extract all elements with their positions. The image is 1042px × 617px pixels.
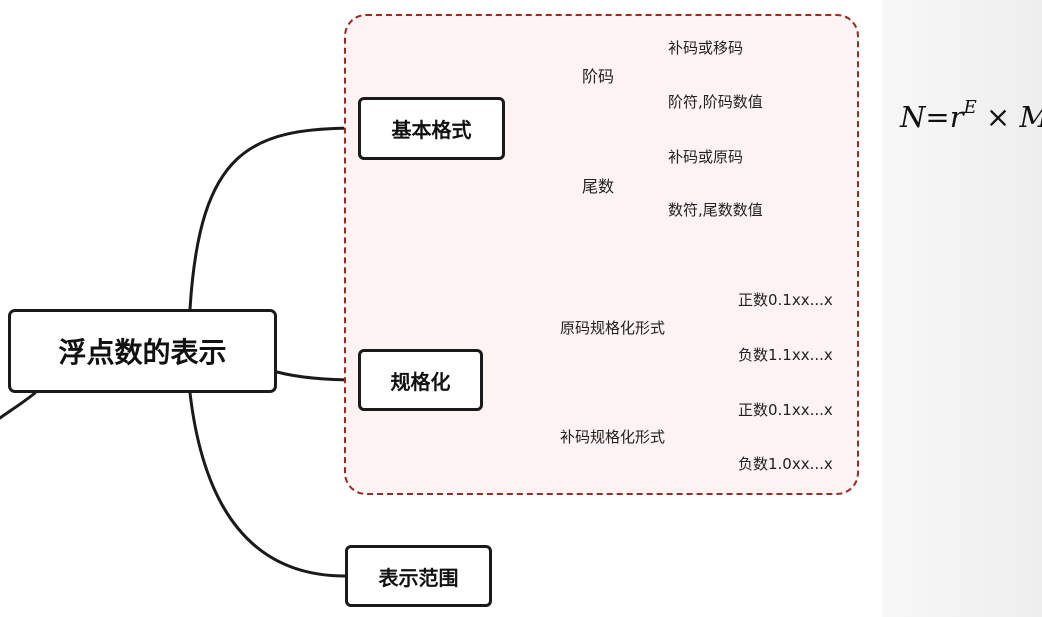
highlight-group-box xyxy=(344,14,859,495)
right-panel xyxy=(882,0,1042,617)
label-tc-negative[interactable]: 负数1.0xx...x xyxy=(738,455,833,473)
label-exponent[interactable]: 阶码 xyxy=(582,67,615,86)
node-basic-format[interactable]: 基本格式 xyxy=(358,97,505,160)
float-formula: N=rE × M xyxy=(900,97,1042,134)
formula-e: E xyxy=(963,97,977,118)
label-sign-magnitude-form[interactable]: 原码规格化形式 xyxy=(560,319,666,337)
label-twos-complement-form[interactable]: 补码规格化形式 xyxy=(560,428,666,446)
label-exponent-item-2[interactable]: 阶符,阶码数值 xyxy=(668,93,763,111)
edge-root-range xyxy=(188,391,347,578)
formula-eq: = xyxy=(925,100,950,134)
edge-root-left xyxy=(0,391,37,420)
label-sm-negative[interactable]: 负数1.1xx...x xyxy=(738,346,833,364)
edge-root-basic xyxy=(188,126,360,311)
label-tc-positive[interactable]: 正数0.1xx...x xyxy=(738,401,833,419)
formula-m: M xyxy=(1019,100,1042,134)
formula-r: r xyxy=(949,100,964,134)
formula-times: × xyxy=(985,100,1011,134)
label-exponent-item-1[interactable]: 补码或移码 xyxy=(668,39,744,57)
formula-n: N xyxy=(900,100,926,134)
label-mantissa-item-2[interactable]: 数符,尾数数值 xyxy=(668,201,763,219)
node-normalization[interactable]: 规格化 xyxy=(358,349,483,411)
label-mantissa-item-1[interactable]: 补码或原码 xyxy=(668,148,744,166)
label-sm-positive[interactable]: 正数0.1xx...x xyxy=(738,291,833,309)
node-range[interactable]: 表示范围 xyxy=(345,545,492,607)
label-mantissa[interactable]: 尾数 xyxy=(582,177,615,196)
root-node[interactable]: 浮点数的表示 xyxy=(8,309,277,393)
